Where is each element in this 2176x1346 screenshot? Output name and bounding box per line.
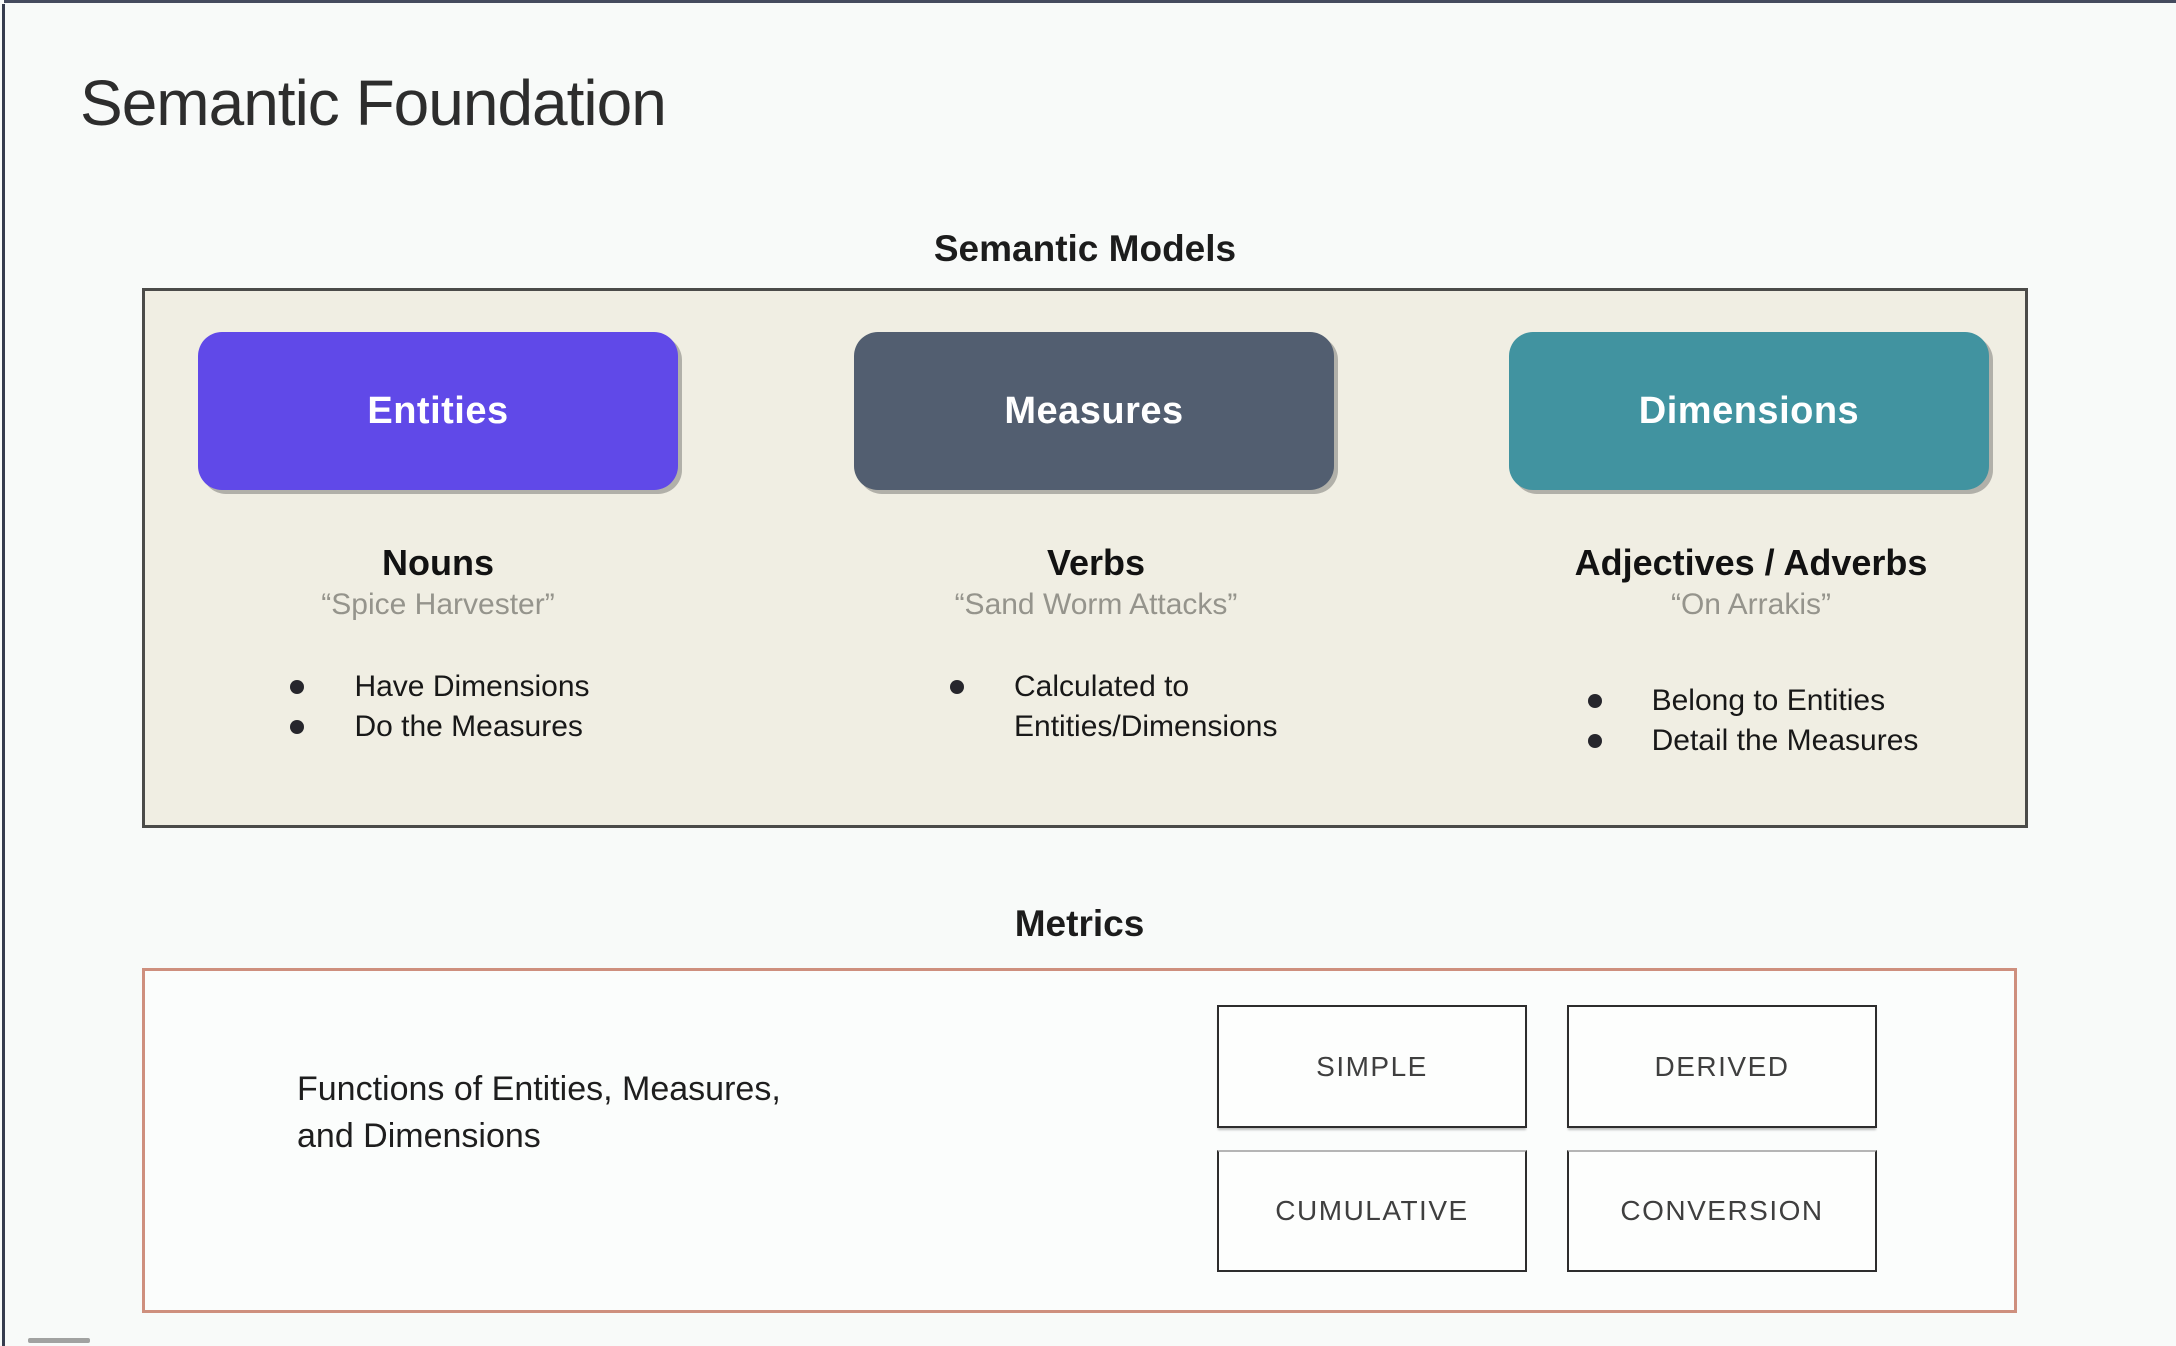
dimensions-subtitle: Adjectives / Adverbs: [1574, 542, 1928, 583]
entities-quote: “Spice Harvester”: [321, 588, 555, 621]
window-left-border: [2, 4, 5, 1346]
dimensions-column: Adjectives / Adverbs “On Arrakis” Belong…: [1471, 541, 2031, 761]
dimensions-box-label: Dimensions: [1638, 389, 1860, 432]
metric-type-cumulative: CUMULATIVE: [1217, 1150, 1527, 1272]
entities-box-label: Entities: [367, 389, 509, 432]
bullet-item: Have Dimensions: [286, 667, 590, 707]
measures-quote: “Sand Worm Attacks”: [954, 588, 1238, 621]
metric-type-label: SIMPLE: [1316, 1050, 1428, 1082]
measures-box: Measures: [854, 332, 1334, 490]
metric-type-label: CUMULATIVE: [1275, 1195, 1469, 1226]
dimensions-box: Dimensions: [1509, 332, 1989, 490]
entities-box: Entities: [198, 332, 678, 490]
metric-type-derived: DERIVED: [1567, 1005, 1877, 1128]
bullet-item: Calculated to Entities/Dimensions: [946, 667, 1277, 747]
bullet-item: Detail the Measures: [1584, 721, 1918, 761]
metrics-description: Functions of Entities, Measures, and Dim…: [297, 1070, 781, 1155]
measures-bullet-list: Calculated to Entities/Dimensions: [946, 667, 1277, 747]
entities-column: Nouns “Spice Harvester” Have Dimensions …: [158, 541, 718, 747]
metric-type-label: CONVERSION: [1620, 1195, 1824, 1226]
entities-subtitle: Nouns: [382, 542, 494, 583]
window-top-border: [4, 0, 2176, 3]
measures-box-label: Measures: [1004, 389, 1184, 432]
metric-type-conversion: CONVERSION: [1567, 1150, 1877, 1272]
metric-type-label: DERIVED: [1654, 1050, 1790, 1082]
measures-column: Verbs “Sand Worm Attacks” Calculated to …: [816, 541, 1376, 747]
entities-bullet-list: Have Dimensions Do the Measures: [286, 667, 590, 747]
metrics-heading: Metrics: [1014, 903, 1145, 944]
metrics-panel: Functions of Entities, Measures, and Dim…: [142, 968, 2017, 1313]
dimensions-bullet-list: Belong to Entities Detail the Measures: [1584, 681, 1919, 761]
page-title: Semantic Foundation: [80, 67, 667, 139]
semantic-models-panel: Entities Measures Dimensions Nouns “Spic…: [142, 288, 2028, 828]
bullet-item: Do the Measures: [286, 707, 589, 747]
semantic-models-heading: Semantic Models: [933, 228, 1237, 269]
metric-type-simple: SIMPLE: [1217, 1005, 1527, 1128]
dimensions-quote: “On Arrakis”: [1670, 588, 1832, 621]
screen-artifact: [28, 1338, 90, 1343]
measures-subtitle: Verbs: [1046, 542, 1146, 583]
bullet-item: Belong to Entities: [1584, 681, 1919, 721]
